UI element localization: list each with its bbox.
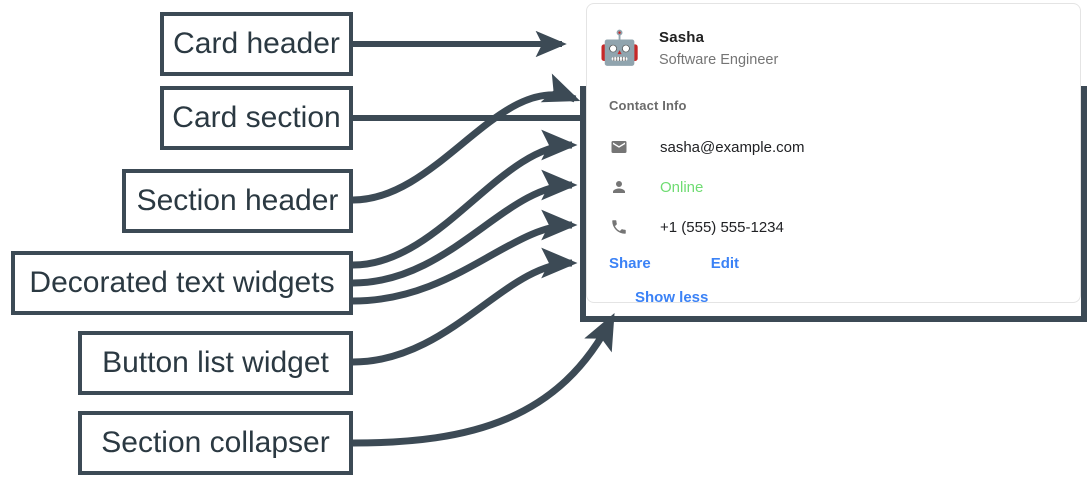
decorated-text-widget-email[interactable]: sasha@example.com [609,127,1080,167]
card-header: 🤖 Sasha Software Engineer [587,4,1080,76]
button-list-widget: Share Edit [609,249,1080,277]
arrow-decorated-text-3 [352,209,578,305]
callout-decorated-text-widgets: Decorated text widgets [11,251,353,315]
callout-card-header: Card header [160,12,353,76]
decorated-text-email-value: sasha@example.com [660,138,805,156]
show-less-button[interactable]: Show less [635,289,709,306]
arrow-section-collapser [352,313,616,447]
person-icon [609,177,629,197]
callout-section-collapser: Section collapser [78,411,353,475]
decorated-text-widget-phone[interactable]: +1 (555) 555-1234 [609,207,1080,247]
robot-icon: 🤖 [599,29,641,66]
arrow-decorated-text-1 [352,129,578,269]
callout-card-section: Card section [160,86,353,150]
callout-card-header-label: Card header [173,27,340,60]
arrow-button-list [352,247,578,366]
arrow-section-header [352,73,581,204]
edit-button[interactable]: Edit [710,254,740,272]
callout-section-collapser-label: Section collapser [101,426,330,459]
email-icon [609,137,629,157]
card-header-subtitle: Software Engineer [659,51,779,68]
arrow-decorated-text-2 [352,169,578,287]
callout-button-list-widget: Button list widget [78,331,353,395]
share-button[interactable]: Share [609,254,651,272]
callout-decorated-text-widgets-label: Decorated text widgets [29,266,335,299]
section-collapser: Show less [609,289,1080,307]
card-section: Contact Info sasha@example.com Online [587,76,1080,307]
decorated-text-phone-value: +1 (555) 555-1234 [660,218,784,236]
callout-card-section-label: Card section [172,101,341,134]
card-header-title: Sasha [659,28,705,46]
section-header: Contact Info [609,98,687,113]
demo-card: 🤖 Sasha Software Engineer Contact Info s… [586,3,1081,306]
decorated-text-status-value: Online [660,178,704,196]
callout-button-list-widget-label: Button list widget [102,346,329,379]
phone-icon [609,217,629,237]
callout-section-header: Section header [122,169,353,233]
callout-section-header-label: Section header [136,184,339,217]
decorated-text-widget-status[interactable]: Online [609,167,1080,207]
card-header-texts: Sasha Software Engineer [659,29,778,68]
